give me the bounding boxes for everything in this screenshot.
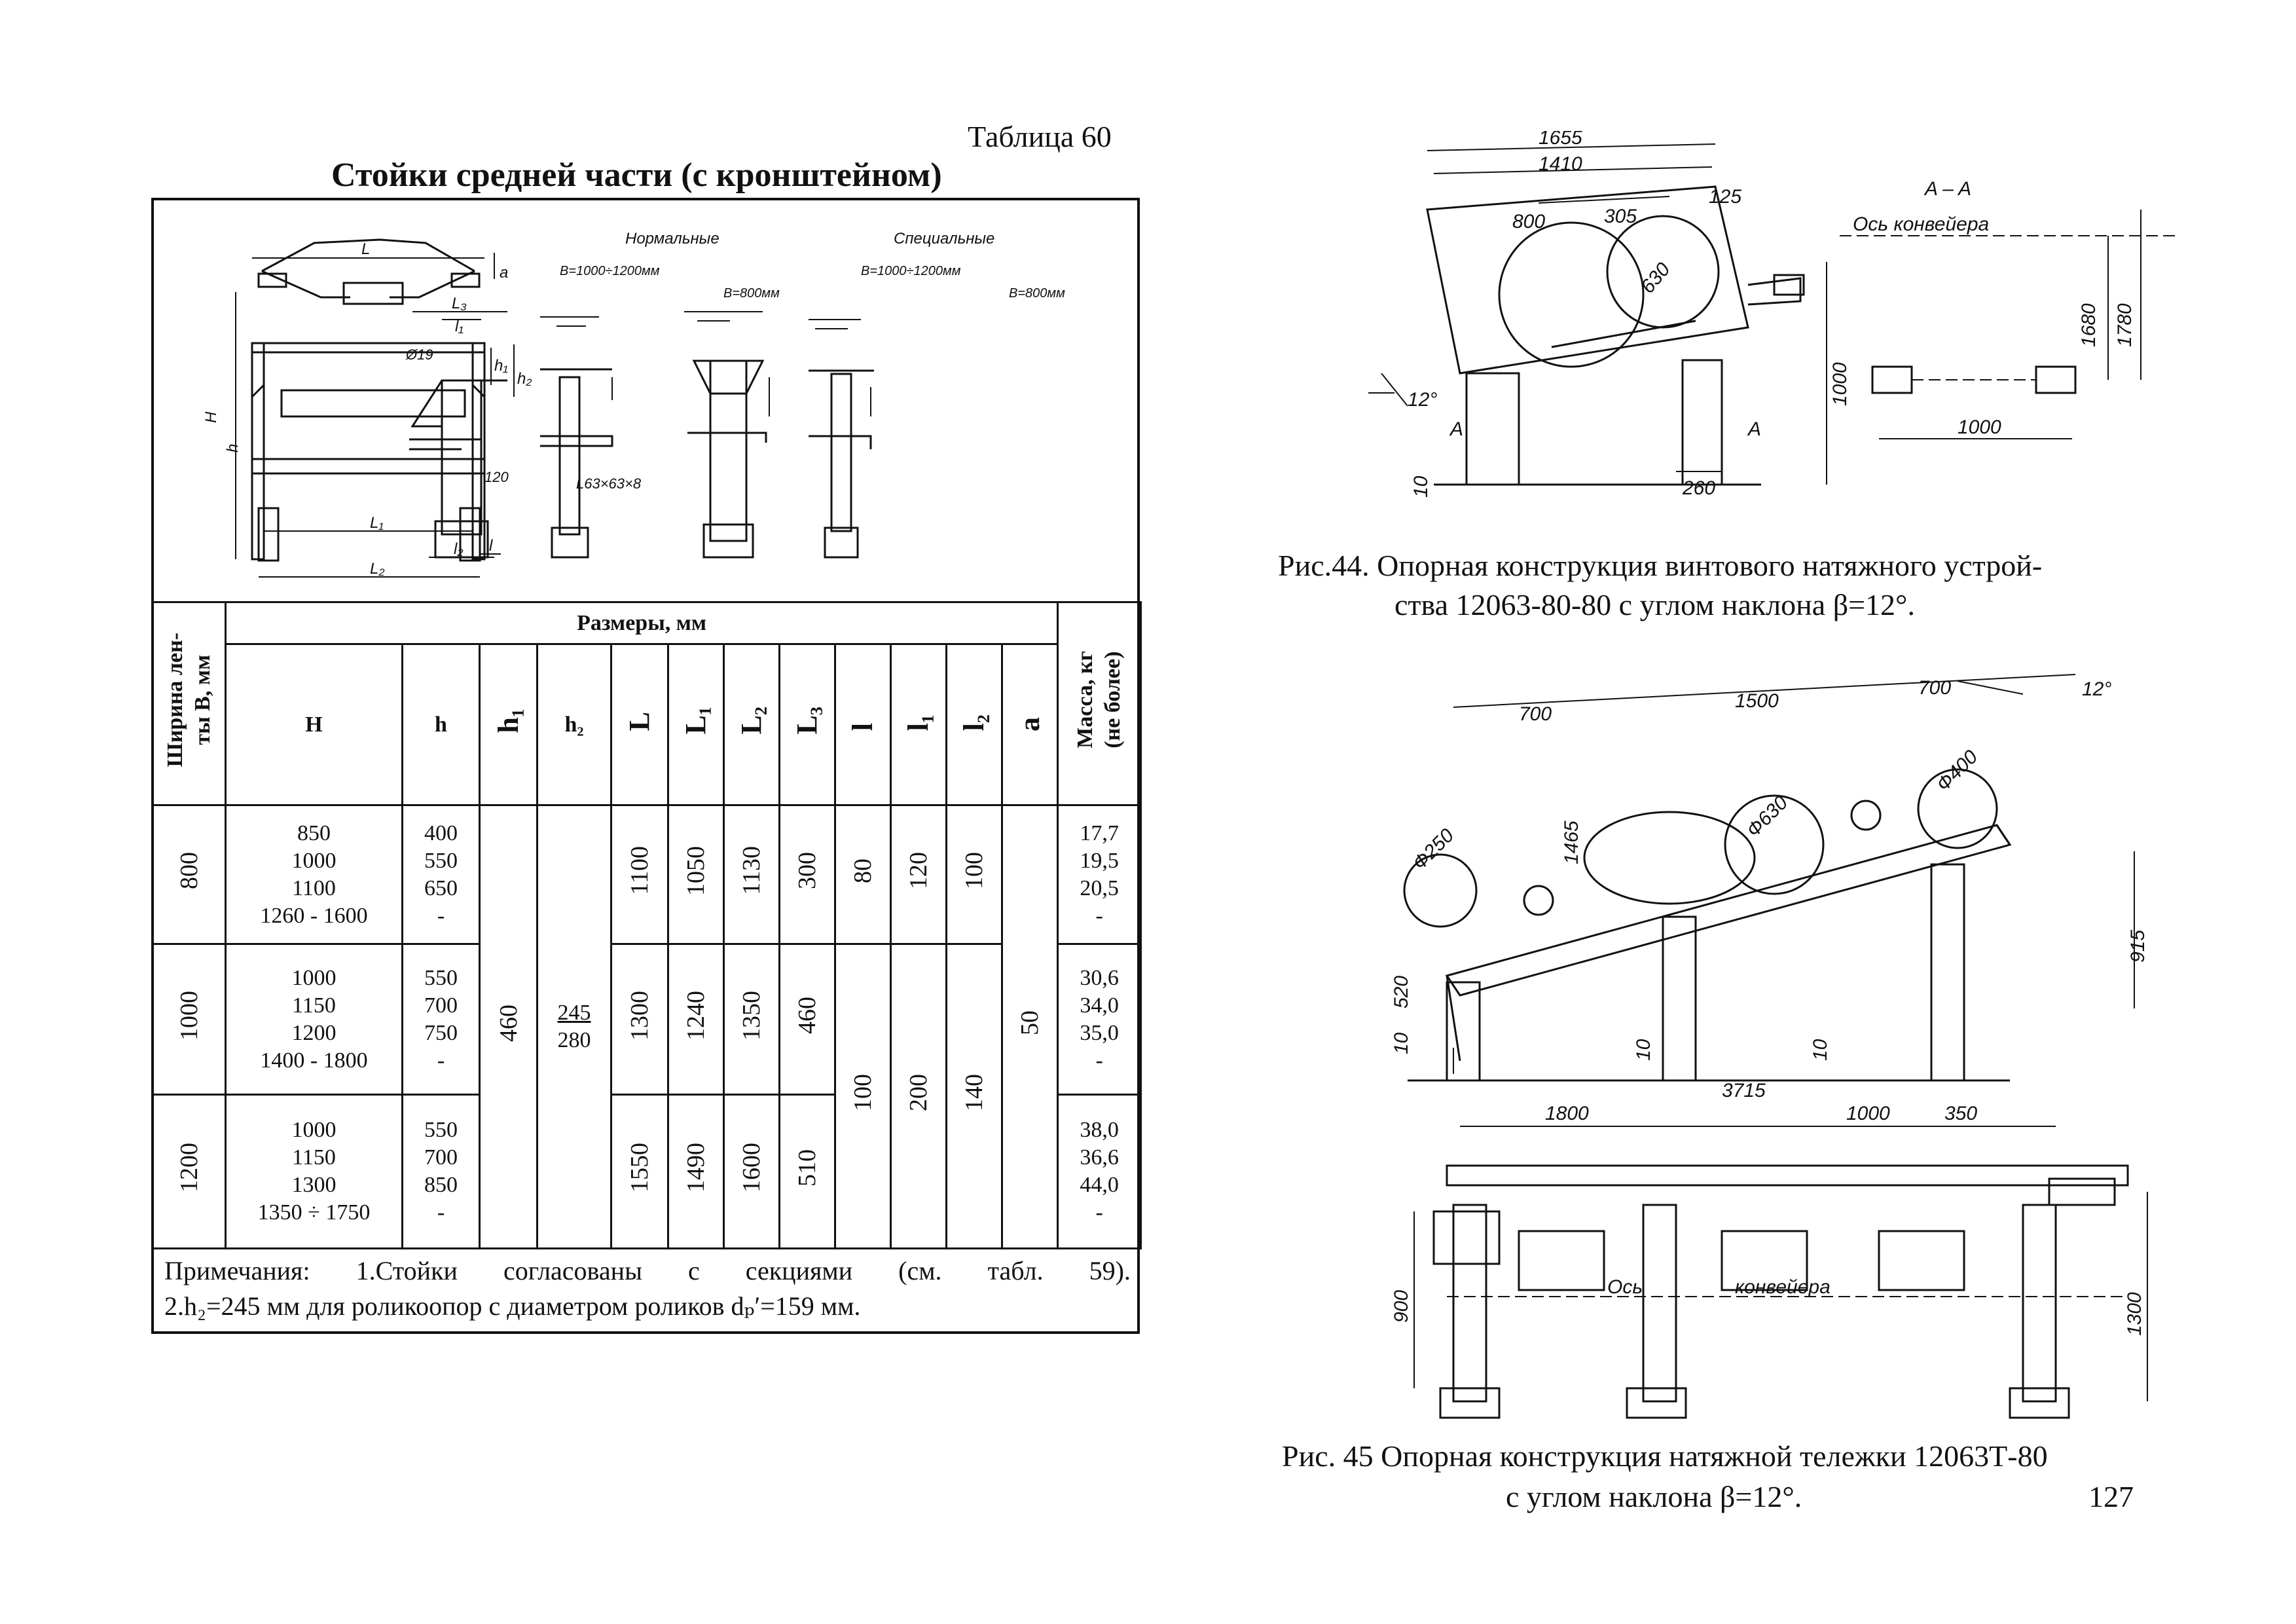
- svg-text:1655: 1655: [1539, 131, 1582, 149]
- svg-text:Специальные: Специальные: [894, 230, 994, 248]
- svg-text:Ф400: Ф400: [1933, 746, 1982, 796]
- svg-text:l: l: [489, 537, 493, 555]
- svg-text:L₂: L₂: [370, 560, 385, 578]
- fig45-caption-line2: с углом наклона β=12°.: [1506, 1480, 1802, 1513]
- svg-text:520: 520: [1391, 976, 1412, 1008]
- stand-drawing: L a H h h₁ L₁ L₂ l Нормальные Специальны…: [202, 230, 1065, 578]
- svg-text:l₂: l₂: [454, 540, 463, 558]
- header-l2: l₂: [945, 643, 1003, 806]
- svg-text:305: 305: [1604, 206, 1637, 227]
- svg-text:10: 10: [1391, 1032, 1412, 1054]
- svg-text:700: 700: [1918, 677, 1951, 699]
- header-l: l: [834, 643, 892, 806]
- svg-text:Ф250: Ф250: [1409, 824, 1459, 874]
- header-L2: L₂: [723, 643, 780, 806]
- page-number: 127: [2088, 1480, 2134, 1513]
- svg-text:800: 800: [1512, 211, 1545, 232]
- svg-text:L₁: L₁: [370, 514, 384, 532]
- svg-text:конвейера: конвейера: [1735, 1276, 1831, 1298]
- svg-text:700: 700: [1519, 703, 1552, 725]
- fig45-caption-line1: Рис. 45 Опорная конструкция натяжной тел…: [1282, 1439, 2048, 1473]
- svg-text:12°: 12°: [2082, 678, 2111, 700]
- header-H: H: [225, 643, 403, 806]
- header-l1: l₁: [890, 643, 947, 806]
- svg-text:h: h: [224, 444, 242, 452]
- svg-text:3715: 3715: [1722, 1080, 1766, 1101]
- svg-text:1680: 1680: [2078, 303, 2100, 347]
- fig45-drawing: 700 1500 700 12° Ф250 1465 Ф630 Ф400 520…: [1391, 674, 2149, 1419]
- header-a: a: [1000, 643, 1059, 806]
- svg-text:1300: 1300: [2124, 1292, 2145, 1336]
- header-L: L: [610, 643, 669, 806]
- header-mass: Масса, кг (не более): [1057, 601, 1142, 806]
- header-h2: h₂: [536, 643, 612, 806]
- svg-text:Нормальные: Нормальные: [625, 230, 720, 248]
- svg-text:Ось: Ось: [1607, 1276, 1643, 1298]
- fig44-caption-line1: Рис.44. Опорная конструкция винтового на…: [1278, 549, 2043, 582]
- svg-text:Ø19: Ø19: [405, 346, 433, 363]
- svg-text:125: 125: [1709, 186, 1741, 208]
- svg-text:1000: 1000: [1846, 1103, 1890, 1124]
- svg-text:B=800мм: B=800мм: [723, 286, 780, 301]
- fig44-caption-line2: ства 12063-80-80 с углом наклона β=12°.: [1394, 588, 1915, 621]
- svg-text:120: 120: [484, 469, 509, 485]
- svg-text:10: 10: [1633, 1039, 1654, 1061]
- header-L1: L₁: [667, 643, 725, 806]
- svg-text:h₁: h₁: [494, 357, 508, 375]
- svg-text:Ось конвейера: Ось конвейера: [1853, 213, 1989, 235]
- svg-text:10: 10: [1410, 475, 1432, 498]
- svg-text:350: 350: [1944, 1103, 1977, 1124]
- svg-text:1000: 1000: [1829, 362, 1851, 406]
- svg-text:10: 10: [1810, 1039, 1831, 1061]
- svg-text:A: A: [1747, 418, 1761, 440]
- header-sizes: Размеры, мм: [224, 601, 1059, 645]
- svg-text:1465: 1465: [1561, 821, 1582, 864]
- dimensions-table: Ширина лен- ты B, мм Размеры, мм Масса, …: [151, 601, 1142, 1249]
- table-title: Стойки средней части (с кронштейном): [331, 157, 942, 194]
- svg-text:l₁: l₁: [455, 318, 464, 335]
- svg-text:B=1000÷1200мм: B=1000÷1200мм: [560, 264, 660, 278]
- svg-text:915: 915: [2127, 930, 2149, 963]
- svg-text:1780: 1780: [2114, 303, 2136, 347]
- fig44-drawing: 1655 1410 800 305 125 630 1000 12° 10 26…: [1368, 131, 2180, 499]
- svg-text:a: a: [500, 264, 508, 282]
- svg-text:A – A: A – A: [1923, 178, 1971, 200]
- svg-text:B=1000÷1200мм: B=1000÷1200мм: [861, 264, 961, 278]
- svg-text:1000: 1000: [1958, 416, 2001, 438]
- svg-text:1800: 1800: [1545, 1103, 1589, 1124]
- svg-text:Ф630: Ф630: [1743, 792, 1793, 841]
- svg-text:1500: 1500: [1735, 690, 1779, 712]
- svg-text:h₂: h₂: [517, 370, 532, 388]
- header-belt-width: Ширина лен- ты B, мм: [151, 601, 227, 806]
- svg-text:L: L: [361, 240, 370, 258]
- table-label: Таблица 60: [968, 120, 1112, 153]
- svg-text:L₃: L₃: [452, 295, 467, 312]
- svg-text:900: 900: [1391, 1290, 1412, 1323]
- svg-text:260: 260: [1682, 477, 1715, 499]
- svg-text:B=800мм: B=800мм: [1009, 286, 1065, 301]
- svg-text:H: H: [202, 411, 220, 423]
- header-h1: h₁: [479, 643, 538, 806]
- svg-text:1410: 1410: [1539, 153, 1582, 175]
- header-L3: L₃: [778, 643, 836, 806]
- svg-text:12°: 12°: [1408, 389, 1437, 411]
- header-h: h: [401, 643, 481, 806]
- svg-text:L63×63×8: L63×63×8: [576, 475, 642, 492]
- svg-text:A: A: [1449, 418, 1463, 440]
